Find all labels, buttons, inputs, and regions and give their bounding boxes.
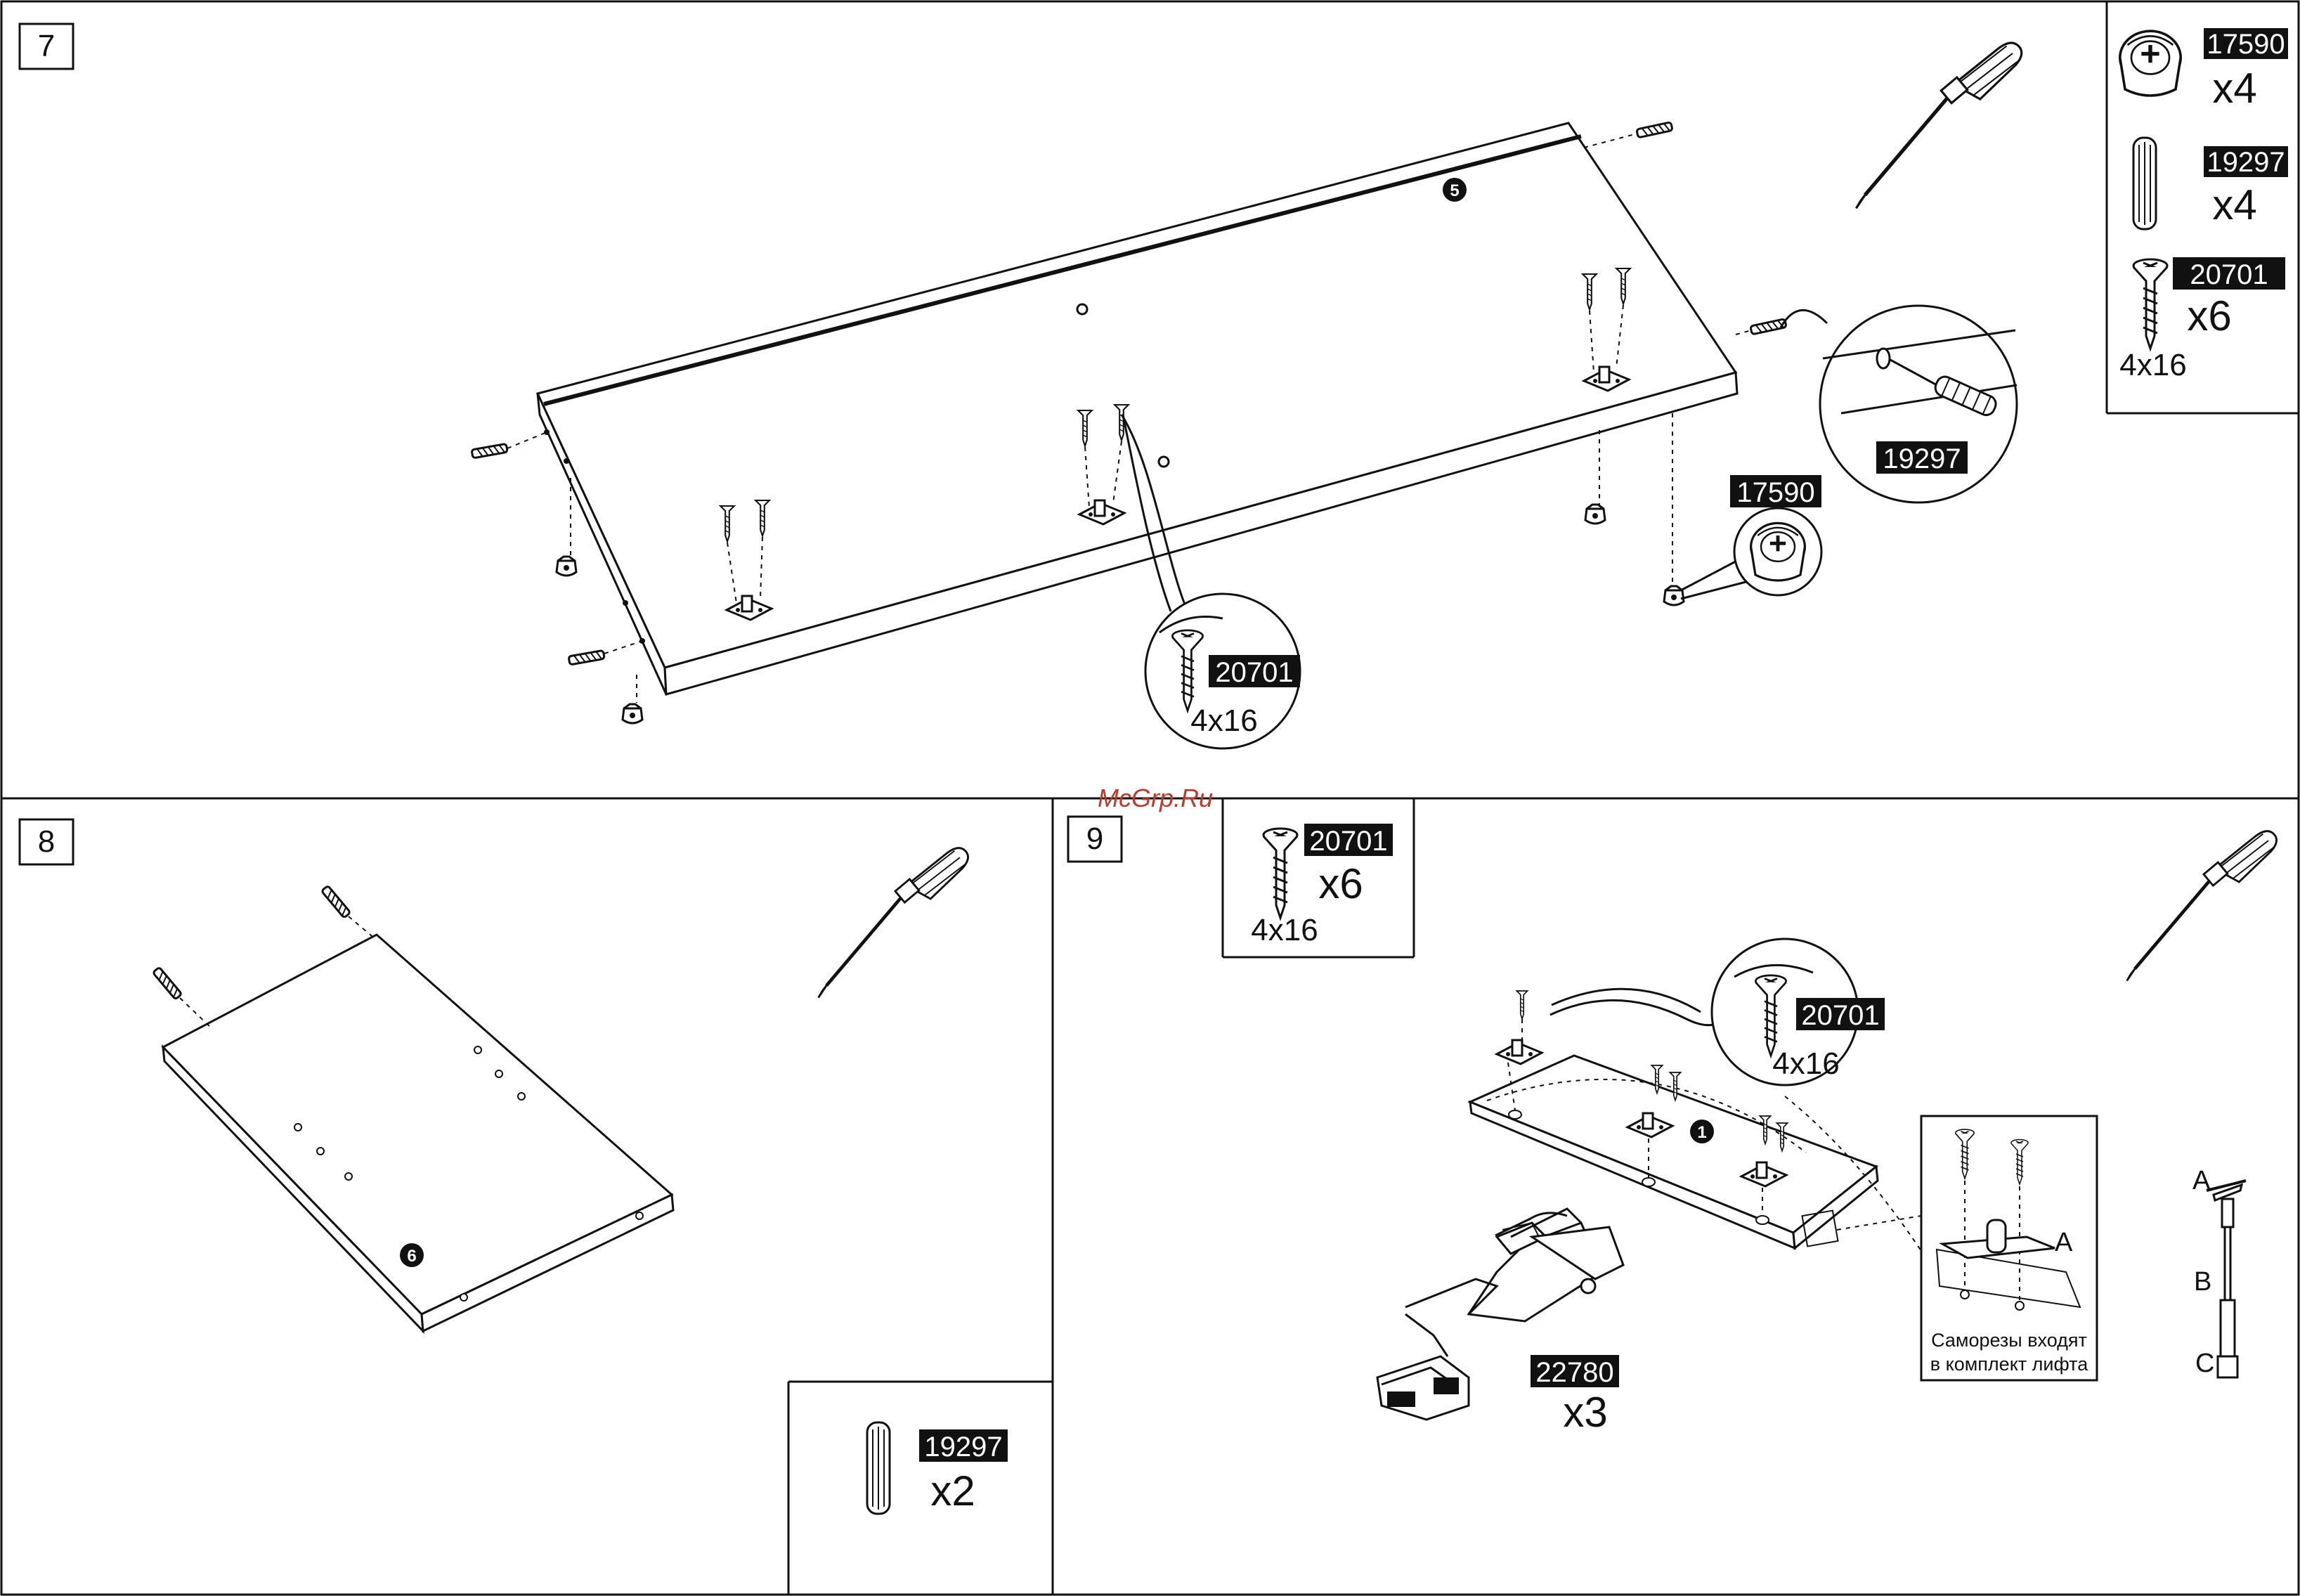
svg-text:20701: 20701 xyxy=(1309,826,1387,857)
lift-label-b: B xyxy=(2194,1267,2211,1297)
part-code-badge: 22780 xyxy=(1531,1355,1619,1388)
board-part-5: 5 xyxy=(538,123,1737,694)
part-number-marker: 1 xyxy=(1690,1120,1714,1143)
part-qty: x2 xyxy=(930,1467,975,1514)
gas-lift-icon: A B C xyxy=(2192,1166,2246,1378)
cam-lock-icon xyxy=(1751,523,1805,580)
dowel-callout: 19297 xyxy=(1781,306,2017,502)
part-qty: x4 xyxy=(2212,181,2256,228)
step-number: 9 xyxy=(1086,822,1103,856)
part-qty: x3 xyxy=(1563,1389,1607,1436)
part-qty: x6 xyxy=(1318,860,1363,907)
detail-box: A Саморезы входят в комплект лифта xyxy=(1785,1096,2097,1380)
step-7-panel: 7 17590 x4 19297 x4 20701 x6 xyxy=(20,1,2299,748)
watermark: McGrp.Ru xyxy=(1098,784,1213,812)
step-number-badge: 9 xyxy=(1068,817,1122,862)
svg-text:5: 5 xyxy=(1450,181,1459,200)
part-number-marker: 5 xyxy=(1443,178,1467,202)
part-qty: x4 xyxy=(2212,65,2256,112)
part-code-badge: 20701 xyxy=(1209,655,1300,688)
detail-note-line1: Саморезы входят xyxy=(1931,1330,2087,1351)
svg-text:19297: 19297 xyxy=(924,1432,1002,1462)
screwdriver-icon xyxy=(1856,43,2021,208)
detail-note-line2: в комплект лифта xyxy=(1930,1354,2088,1375)
step-number-badge: 8 xyxy=(20,819,73,864)
screw-size-label: 4x16 xyxy=(1772,1046,1839,1081)
part-number-marker: 6 xyxy=(400,1243,424,1267)
screw-callout: 20701 4x16 xyxy=(1550,939,1885,1085)
screw-icon xyxy=(1263,829,1297,918)
svg-text:22780: 22780 xyxy=(1535,1357,1613,1388)
svg-text:20701: 20701 xyxy=(2190,259,2268,290)
cam-lock-icon xyxy=(2120,31,2181,96)
wooden-dowel-icon xyxy=(867,1422,890,1514)
part-code-badge: 19297 xyxy=(919,1429,1008,1462)
part-size: 4x16 xyxy=(2119,348,2186,382)
parts-legend: 19297 x2 xyxy=(788,1382,1053,1595)
part-code-badge: 17590 xyxy=(1730,475,1821,508)
parts-legend: 20701 x6 4x16 xyxy=(1223,798,1414,957)
part-code-badge: 20701 xyxy=(1796,998,1885,1031)
part-code-badge: 17590 xyxy=(2204,28,2288,60)
detail-letter: A xyxy=(2055,1228,2073,1257)
step-9-panel: 9 20701 x6 4x16 xyxy=(1068,798,2277,1436)
svg-text:20701: 20701 xyxy=(1801,1000,1879,1031)
svg-text:17590: 17590 xyxy=(2207,29,2285,60)
parts-legend: 17590 x4 19297 x4 20701 x6 4x16 xyxy=(2107,1,2299,413)
screwdriver-icon xyxy=(819,848,968,998)
step-number-badge: 7 xyxy=(20,24,73,69)
part-size: 4x16 xyxy=(1251,913,1318,947)
svg-text:19297: 19297 xyxy=(2207,147,2285,178)
lift-label-a: A xyxy=(2192,1166,2211,1195)
part-code-badge: 20701 xyxy=(1304,824,1393,857)
screw-size-label: 4x16 xyxy=(1190,703,1257,738)
svg-text:19297: 19297 xyxy=(1883,443,1961,474)
svg-text:6: 6 xyxy=(407,1247,416,1266)
lift-label-c: C xyxy=(2195,1349,2214,1378)
screwdriver-icon xyxy=(2127,831,2277,981)
screw-icon xyxy=(2133,259,2167,349)
hinge-icon xyxy=(1377,1209,1623,1420)
cam-lock-callout: 17590 xyxy=(1681,475,1821,599)
svg-text:17590: 17590 xyxy=(1736,477,1814,508)
part-code-badge: 19297 xyxy=(2204,146,2288,178)
svg-text:1: 1 xyxy=(1697,1123,1706,1142)
wooden-dowel-icon xyxy=(2133,138,2156,229)
step-number: 8 xyxy=(38,824,55,859)
step-number: 7 xyxy=(38,29,55,63)
board-part-6: 6 xyxy=(163,935,673,1331)
part-code-badge: 20701 xyxy=(2173,257,2285,290)
part-code-badge: 19297 xyxy=(1876,441,1968,474)
step-8-panel: 8 6 xyxy=(20,819,1053,1595)
part-qty: x6 xyxy=(2187,292,2231,339)
svg-text:20701: 20701 xyxy=(1215,657,1293,688)
